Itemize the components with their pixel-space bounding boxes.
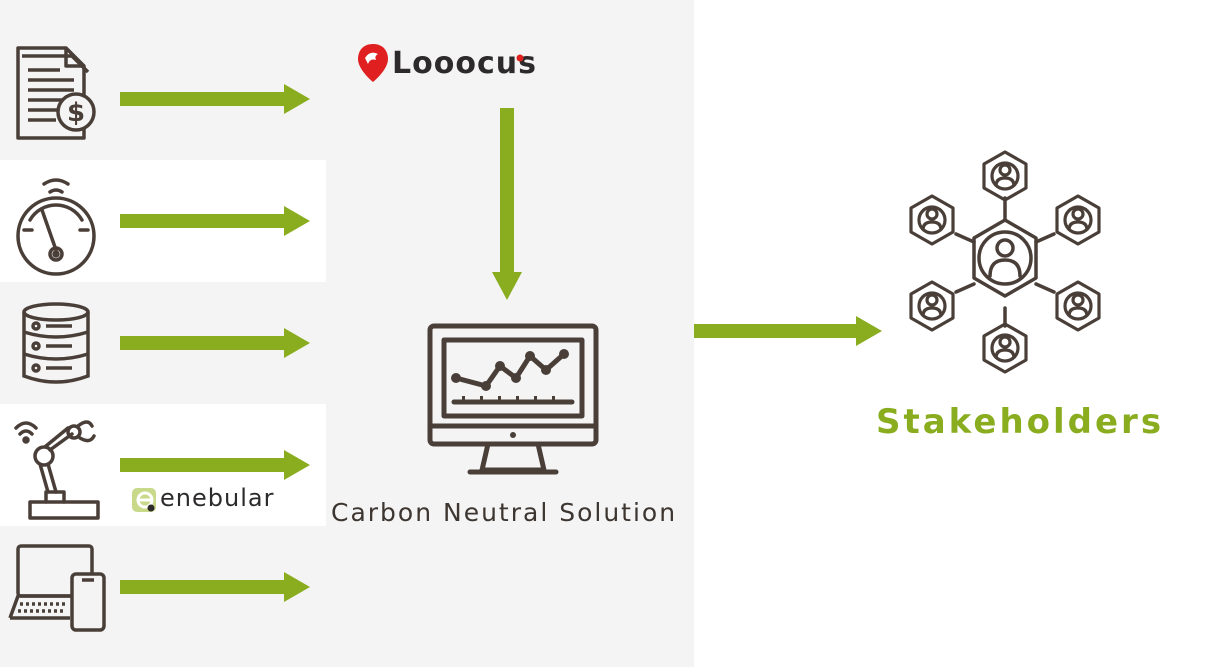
invoice-dollar-icon: $: [16, 46, 96, 140]
robot-arm-icon: [14, 420, 100, 520]
arrow-robot: [120, 450, 310, 480]
arrow-down-looocus: [492, 108, 522, 300]
arrow-meter: [120, 206, 310, 236]
arrow-invoice: [120, 84, 310, 114]
monitor-chart-icon: [427, 323, 599, 475]
looocus-logo-dot: [516, 54, 524, 62]
database-icon: [22, 302, 90, 384]
input-row-top-pad: [0, 0, 326, 38]
svg-text:$: $: [67, 98, 85, 128]
arrow-database: [120, 328, 310, 358]
looocus-logo-icon: [358, 44, 388, 82]
enebular-logo-text: enebular: [160, 484, 275, 512]
arrow-to-stakeholders: [694, 316, 882, 346]
center-label: Carbon Neutral Solution: [331, 498, 678, 527]
stakeholders-network-icon: [909, 150, 1101, 374]
enebular-logo-icon: [132, 488, 156, 512]
looocus-logo-text: Looocus: [392, 46, 537, 81]
arrow-devices: [120, 572, 310, 602]
laptop-phone-icon: [8, 544, 106, 632]
stakeholders-label: Stakeholders: [876, 402, 1165, 442]
meter-gauge-icon: [16, 178, 96, 276]
